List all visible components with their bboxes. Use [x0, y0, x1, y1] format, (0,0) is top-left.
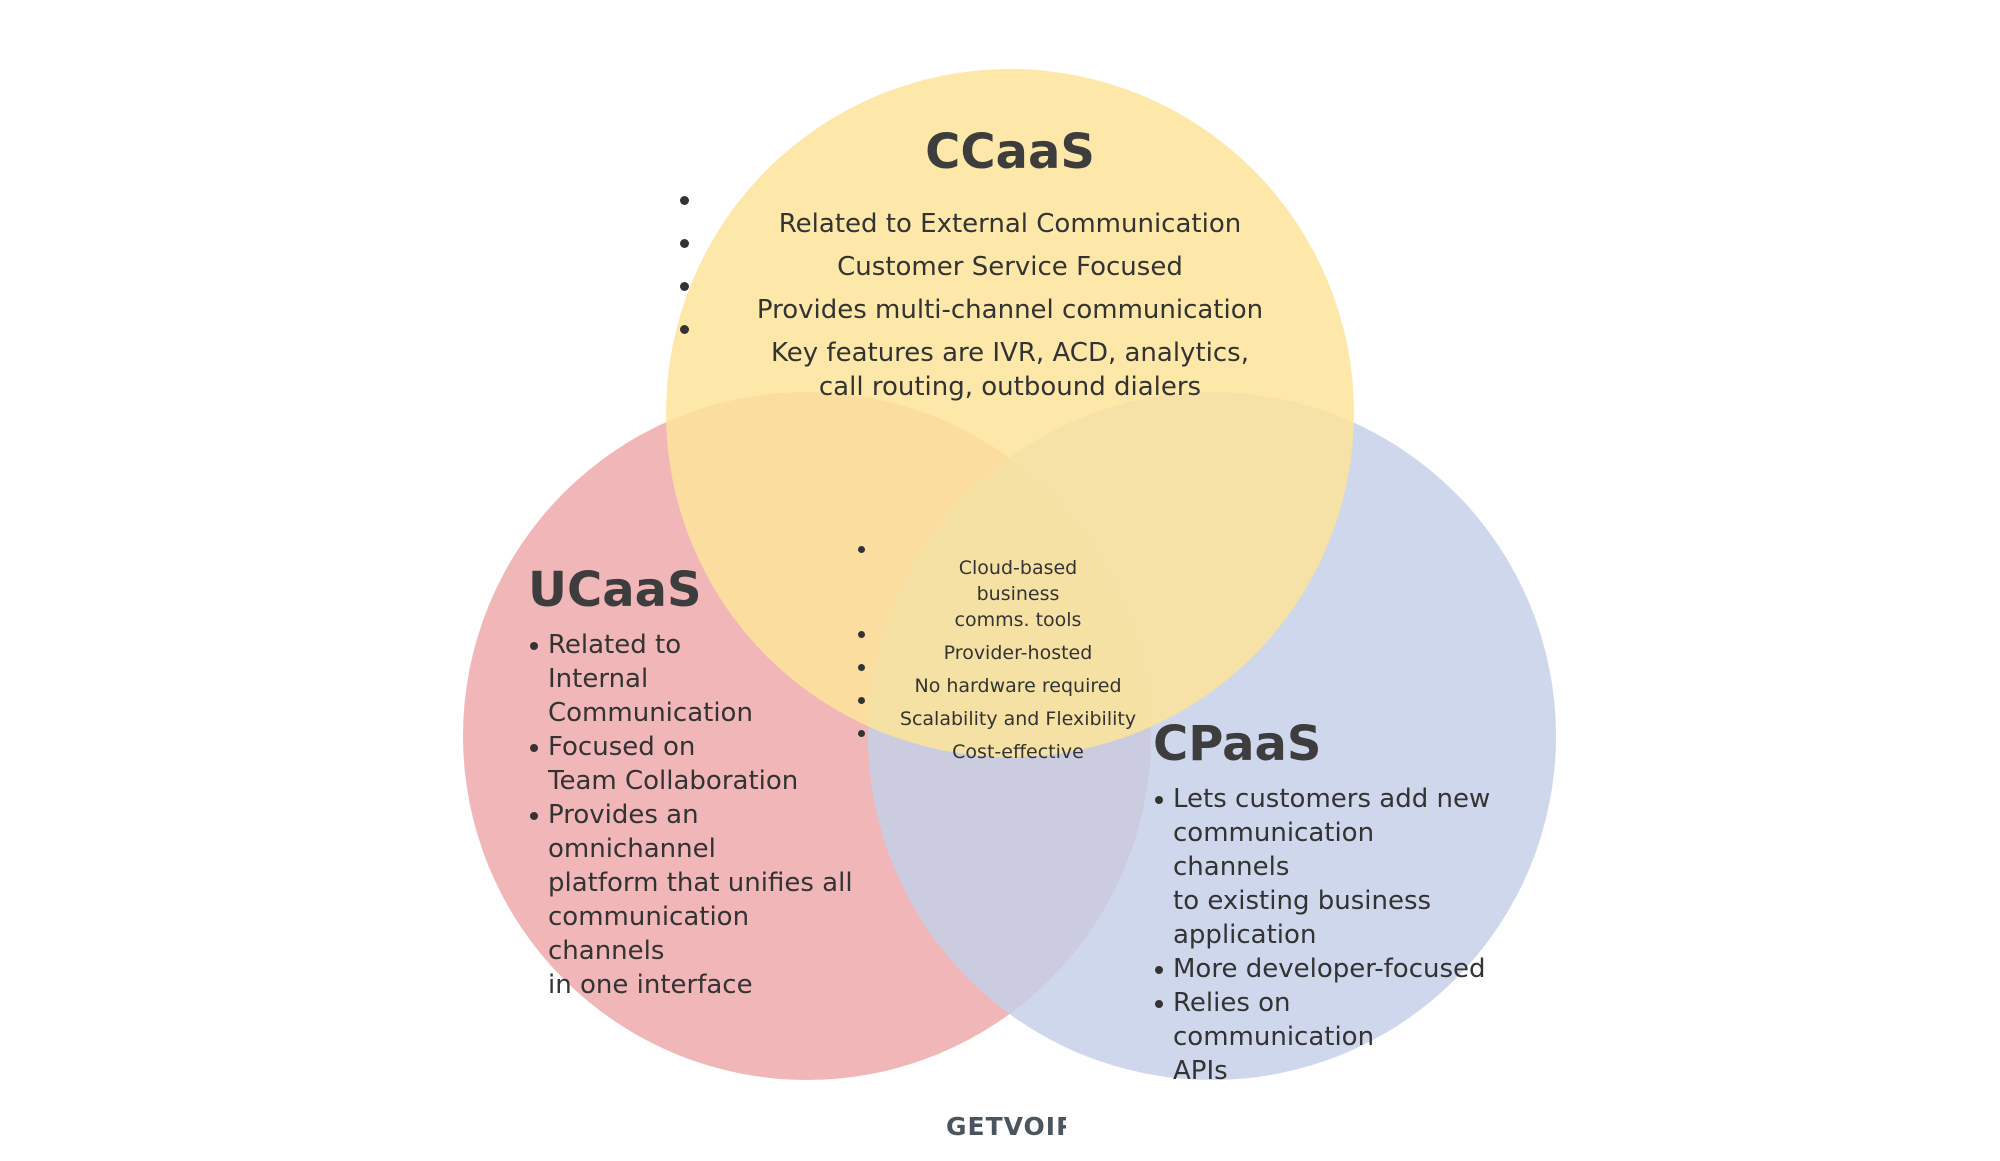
list-item: Relies on communication APIs [1153, 986, 1498, 1088]
bullet-icon [858, 697, 865, 704]
list-item: Cloud-based [858, 546, 1178, 581]
getvoip-logo: GETVOIP [946, 1112, 1066, 1140]
bullet-icon [858, 631, 865, 638]
bullet-icon [858, 664, 865, 671]
list-item-continuation: comms. tools [954, 609, 1082, 631]
ccaas-title: CCaaS [925, 124, 1095, 180]
logo-text: GETVOIP [946, 1112, 1066, 1140]
bullet-icon [680, 196, 689, 205]
list-item: Scalability and Flexibility [858, 697, 1178, 732]
ccaas-section: CCaaS Related to External Communication … [680, 128, 1340, 404]
bullet-icon [680, 282, 689, 291]
list-item: Lets customers add new communication cha… [1153, 782, 1498, 952]
shared-features-list: Cloud-based business comms. tools Provid… [858, 546, 1178, 765]
bullet-icon [680, 325, 689, 334]
cpaas-list: Lets customers add new communication cha… [1153, 782, 1498, 1088]
list-item: Cost-effective [858, 730, 1178, 765]
list-item-continuation: call routing, outbound dialers [818, 372, 1202, 402]
bullet-icon [858, 730, 865, 737]
shared-features-section: Cloud-based business comms. tools Provid… [858, 546, 1178, 765]
list-item: Related to External Communication [680, 196, 1340, 241]
bullet-icon [858, 546, 865, 553]
list-item: No hardware required [858, 664, 1178, 699]
list-item: Related to Internal Communication [528, 628, 868, 730]
list-item-continuation: business [976, 583, 1060, 605]
list-item: More developer-focused [1153, 952, 1498, 986]
list-item: Provides an omnichannel platform that un… [528, 798, 868, 1002]
list-item: Key features are IVR, ACD, analytics, [680, 325, 1340, 370]
ccaas-circle [666, 69, 1354, 757]
ucaas-list: Related to Internal Communication Focuse… [528, 628, 868, 1002]
cpaas-section: CPaaS Lets customers add new communicati… [1153, 720, 1498, 1088]
ccaas-list: Related to External Communication Custom… [680, 196, 1340, 404]
list-item: Customer Service Focused [680, 239, 1340, 284]
ucaas-title: UCaaS [528, 562, 702, 618]
list-item: Provides multi-channel communication [680, 282, 1340, 327]
ucaas-section: UCaaS Related to Internal Communication … [528, 566, 868, 1002]
list-item: Provider-hosted [858, 631, 1178, 666]
list-item: Focused on Team Collaboration [528, 730, 868, 798]
bullet-icon [680, 239, 689, 248]
cpaas-title: CPaaS [1153, 716, 1322, 772]
